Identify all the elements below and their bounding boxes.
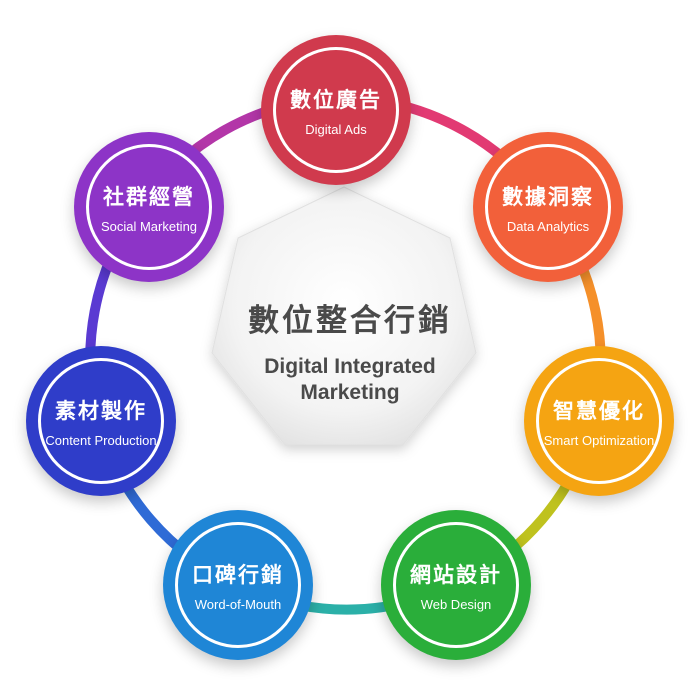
node-web-design-ring: 網站設計 Web Design [393,522,519,648]
node-data-analytics[interactable]: 數據洞察 Data Analytics [473,132,623,282]
node-label-en: Web Design [420,596,492,612]
node-label-en: Content Production [45,432,157,448]
node-web-design[interactable]: 網站設計 Web Design [381,510,531,660]
node-digital-ads-ring: 數位廣告 Digital Ads [273,47,399,173]
node-content-production-ring: 素材製作 Content Production [38,358,164,484]
node-label-zh: 數位廣告 [290,87,382,112]
node-label-en: Social Marketing [100,218,198,234]
node-label-en: Word-of-Mouth [194,596,282,612]
node-label-zh: 素材製作 [55,398,147,423]
node-digital-ads[interactable]: 數位廣告 Digital Ads [261,35,411,185]
node-label-en: Smart Optimization [543,432,655,448]
node-social-marketing-ring: 社群經營 Social Marketing [86,144,212,270]
node-label-zh: 智慧優化 [553,398,645,423]
node-content-production[interactable]: 素材製作 Content Production [26,346,176,496]
node-label-zh: 社群經營 [103,184,195,209]
node-data-analytics-ring: 數據洞察 Data Analytics [485,144,611,270]
node-smart-optimization[interactable]: 智慧優化 Smart Optimization [524,346,674,496]
node-label-en: Digital Ads [305,121,367,137]
node-label-en: Data Analytics [506,218,590,234]
node-smart-optimization-ring: 智慧優化 Smart Optimization [536,358,662,484]
node-label-zh: 網站設計 [410,562,502,587]
node-word-of-mouth-ring: 口碑行銷 Word-of-Mouth [175,522,301,648]
node-label-zh: 數據洞察 [502,184,594,209]
node-label-zh: 口碑行銷 [192,562,284,587]
center-heptagon [211,186,477,446]
node-social-marketing[interactable]: 社群經營 Social Marketing [74,132,224,282]
node-word-of-mouth[interactable]: 口碑行銷 Word-of-Mouth [163,510,313,660]
